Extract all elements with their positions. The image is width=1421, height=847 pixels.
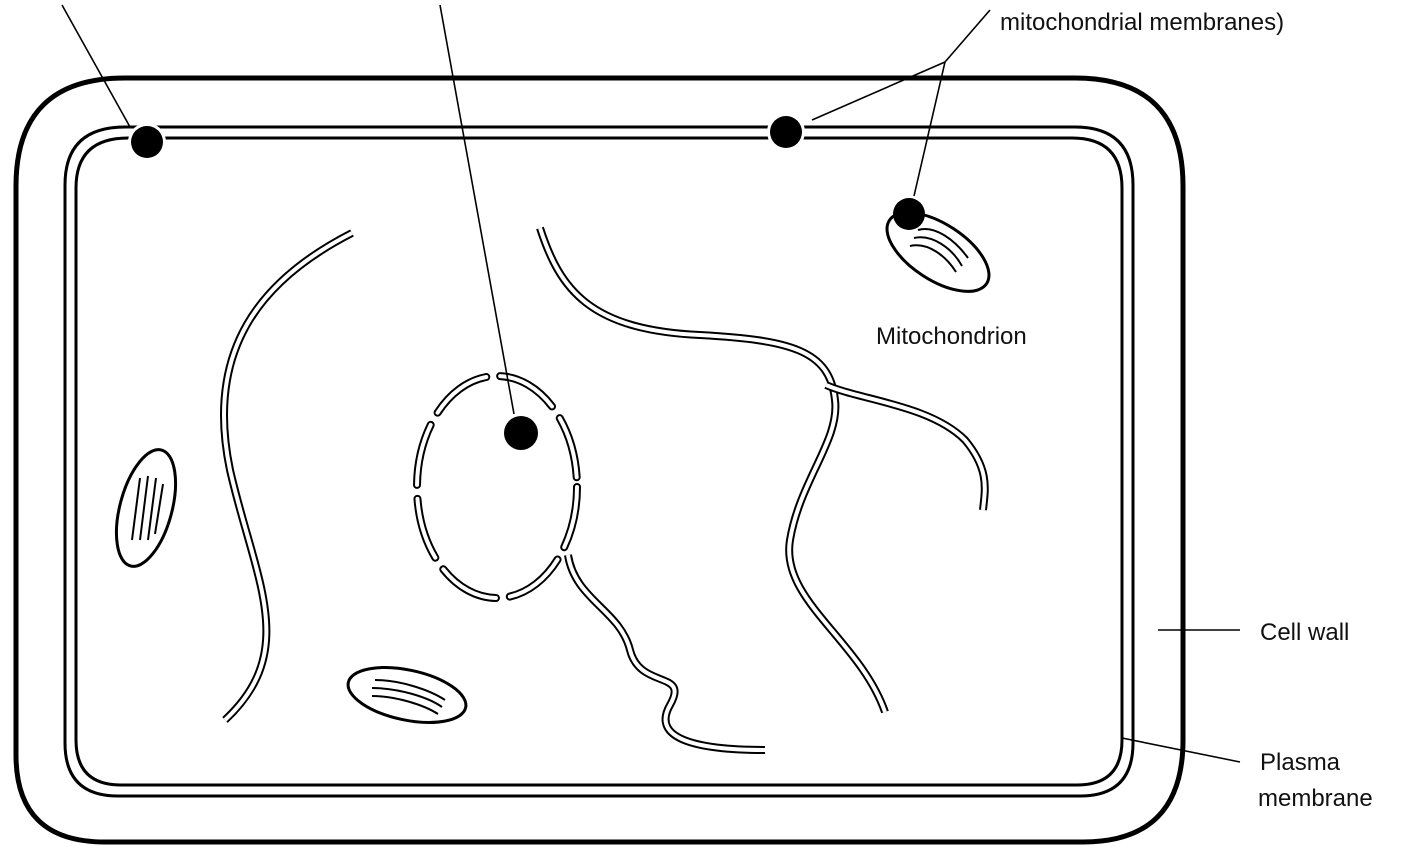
ribosome-dot [504,416,538,450]
label-cell-wall: Cell wall [1260,619,1349,646]
mitochondrion-left [105,443,186,572]
label-membrane: membrane [1258,785,1373,812]
leader-line [440,5,514,414]
leader-line [62,5,130,127]
filament-branch [826,385,985,510]
filament-left [224,233,352,720]
filament-right [540,228,885,712]
leader-line [914,62,945,196]
ribosome-dot [770,116,802,148]
label-mitochondrion: Mitochondrion [876,323,1027,350]
leader-line [945,10,990,62]
label-plasma: Plasma [1260,749,1341,776]
leader-line [812,62,945,120]
label-mitochondrial-membranes: mitochondrial membranes) [1000,9,1284,36]
cell-wall [16,78,1183,842]
mitochondrion-bottom [343,658,471,732]
plasma-membrane-inner [76,138,1122,785]
ribosome-dot [131,126,163,158]
mitochondrion-top-right [874,197,1002,307]
filament-bottom [568,555,765,750]
